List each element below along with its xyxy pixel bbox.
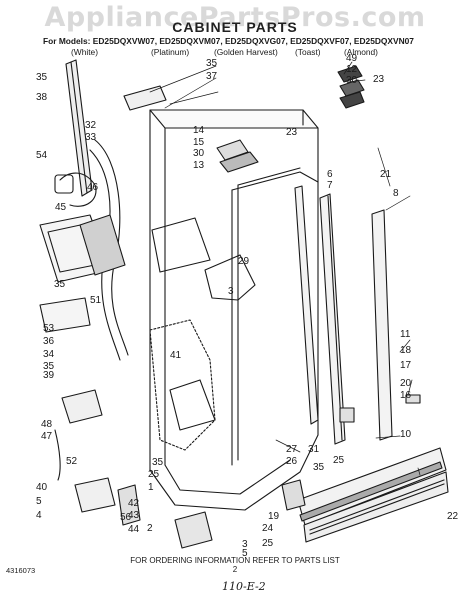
watermark-text: AppliancePartsPros.com [44,2,426,33]
callout-32: 32 [85,120,97,131]
callout-40: 40 [36,482,48,493]
callout-11: 11 [400,329,411,340]
callout-2: 2 [147,523,153,534]
catalog-number: 4316073 [6,566,36,575]
callout-45: 45 [55,202,67,213]
callout-1: 1 [148,482,154,493]
callout-23: 23 [286,127,298,138]
page-title: CABINET PARTS [172,19,298,35]
lower-hinge-parts [74,477,213,549]
callout-18: 18 [400,345,412,356]
top-brackets [123,65,365,173]
callout-37: 37 [206,71,218,82]
callout-53: 53 [43,323,55,334]
handwritten-signature: 110-E-2 [222,580,266,593]
callout-20: 20 [400,378,412,389]
color-golden-harvest: (Golden Harvest) [214,47,278,57]
callout-35: 35 [152,457,164,468]
callout-30: 30 [346,75,358,86]
cabinet-shell [149,109,319,511]
callout-35: 35 [54,279,66,290]
callout-35: 35 [36,72,48,83]
color-toast: (Toast) [295,47,321,57]
callout-25: 25 [262,538,274,549]
callout-54: 54 [36,150,48,161]
lower-right-hinge [281,394,421,511]
callout-35: 35 [206,58,218,69]
callout-56: 56 [120,512,132,523]
callout-25: 25 [333,455,345,466]
callout-41: 41 [170,350,182,361]
callout-15: 15 [193,137,205,148]
left-trim-strip [65,59,93,197]
wiring-harness [54,139,129,361]
callout-3: 3 [228,286,234,297]
callout-26: 26 [286,456,298,467]
callout-43: 43 [128,510,140,521]
callout-16: 16 [400,390,412,401]
callout-49: 49 [346,53,358,64]
callout-27: 27 [286,444,298,455]
callout-42: 42 [128,498,140,509]
thermostat-housing [54,389,103,481]
callout-31: 31 [308,444,320,455]
callout-39: 39 [43,370,55,381]
callout-25: 25 [148,469,160,480]
callout-3: 3 [242,539,248,550]
callout-13: 13 [193,160,205,171]
callout-44: 44 [128,524,140,535]
color-almond: (Almond) [344,47,378,57]
color-platinum: (Platinum) [151,47,190,57]
callout-4: 4 [36,510,42,521]
heater-assembly [39,214,126,333]
callout-38: 38 [36,92,48,103]
callout-8: 8 [393,188,399,199]
callout-12: 12 [346,64,358,75]
callout-22: 22 [447,511,459,522]
callout-23: 23 [373,74,385,85]
page-number: 2 [232,565,238,574]
callout-5: 5 [36,496,42,507]
right-rails [294,185,393,445]
callout-29: 29 [238,256,250,267]
callout-17: 17 [400,360,412,371]
models-line: For Models: ED25DQXVW07, ED25DQXVM07, ED… [43,36,414,46]
callout-34: 34 [43,349,55,360]
callout-6: 6 [327,169,333,180]
callout-36: 36 [43,336,55,347]
ordering-note: FOR ORDERING INFORMATION REFER TO PARTS … [130,556,340,565]
callout-24: 24 [262,523,274,534]
callout-52: 52 [66,456,78,467]
callout-46: 46 [87,182,99,193]
callout-48: 48 [41,419,53,430]
callout-21: 21 [380,169,392,180]
callout-35: 35 [313,462,325,473]
callout-19: 19 [268,511,280,522]
callout-33: 33 [85,132,97,143]
callout-7: 7 [327,180,333,191]
toe-grille [297,447,449,543]
callout-14: 14 [193,125,205,136]
callout-30: 30 [193,148,205,159]
callout-51: 51 [90,295,102,306]
callout-10: 10 [400,429,412,440]
callout-47: 47 [41,431,53,442]
callout-35: 35 [43,361,55,372]
color-white: (White) [71,47,98,57]
callout-5: 5 [242,548,248,559]
